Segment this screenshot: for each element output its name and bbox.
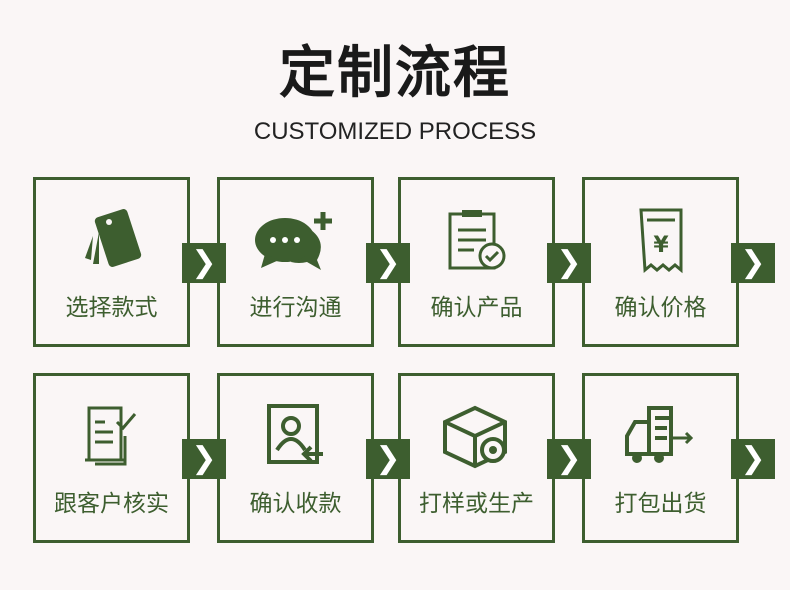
process-step: 打包出货 (582, 373, 739, 543)
user-payment-icon (220, 404, 371, 470)
tag-cards-icon (36, 208, 187, 274)
process-step: 确认产品 (398, 177, 555, 347)
process-step: ¥ 确认价格 (582, 177, 739, 347)
box-gear-icon (401, 404, 552, 470)
page-subtitle: CUSTOMIZED PROCESS (253, 118, 537, 145)
document-check-icon (36, 404, 187, 470)
step-label: 跟客户核实 (54, 491, 169, 517)
step-label: 选择款式 (65, 295, 158, 321)
chat-bubbles-icon (220, 208, 371, 274)
page-title: 定制流程 (279, 41, 511, 106)
step-label: 进行沟通 (249, 295, 342, 321)
chevron-right-icon: ❯ (731, 243, 775, 283)
process-step: 进行沟通 (217, 177, 374, 347)
clipboard-check-icon (401, 208, 552, 274)
step-label: 确认收款 (249, 491, 342, 517)
process-step: 确认收款 (217, 373, 374, 543)
svg-text:¥: ¥ (653, 233, 669, 258)
step-label: 打包出货 (614, 491, 707, 517)
chevron-right-icon: ❯ (366, 439, 410, 479)
step-label: 确认价格 (614, 295, 707, 321)
step-label: 确认产品 (430, 295, 523, 321)
chevron-right-icon: ❯ (731, 439, 775, 479)
process-step: 选择款式 (33, 177, 190, 347)
step-label: 打样或生产 (419, 491, 534, 517)
process-step: 跟客户核实 (33, 373, 190, 543)
receipt-yen-icon: ¥ (585, 208, 736, 274)
chevron-right-icon: ❯ (366, 243, 410, 283)
delivery-truck-icon (585, 404, 736, 470)
process-step: 打样或生产 (398, 373, 555, 543)
